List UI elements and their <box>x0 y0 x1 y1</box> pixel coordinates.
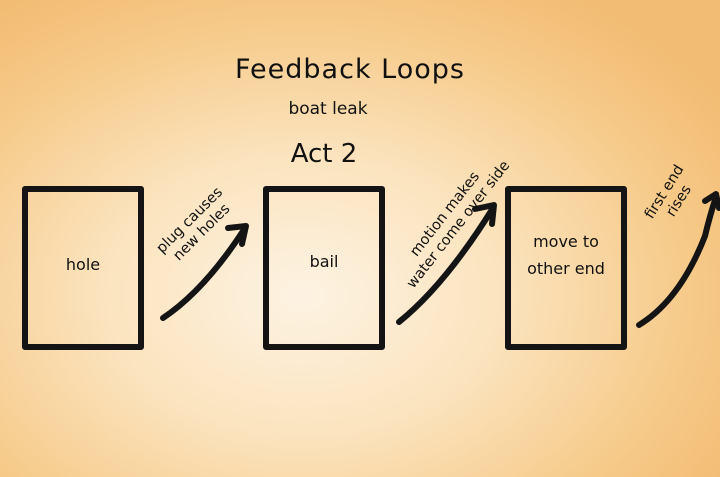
arrow-2-head <box>472 202 497 227</box>
arrow-1-head <box>225 223 249 247</box>
box-move-to-other-end-label: move to other end <box>527 232 605 279</box>
arrow-2 <box>396 205 496 325</box>
box-hole <box>22 186 144 350</box>
arrow-3 <box>636 194 719 328</box>
box-bail <box>263 186 385 350</box>
arrow-3-head <box>702 191 720 211</box>
act-label: Act 2 <box>290 139 358 169</box>
box-hole-label: hole <box>65 255 101 274</box>
box-bail-label: bail <box>309 252 339 271</box>
diagram-title: Feedback Loops <box>235 54 465 85</box>
arrow-1 <box>160 225 248 321</box>
diagram-subtitle: boat leak <box>288 99 368 119</box>
box-move-to-other-end <box>505 186 627 350</box>
